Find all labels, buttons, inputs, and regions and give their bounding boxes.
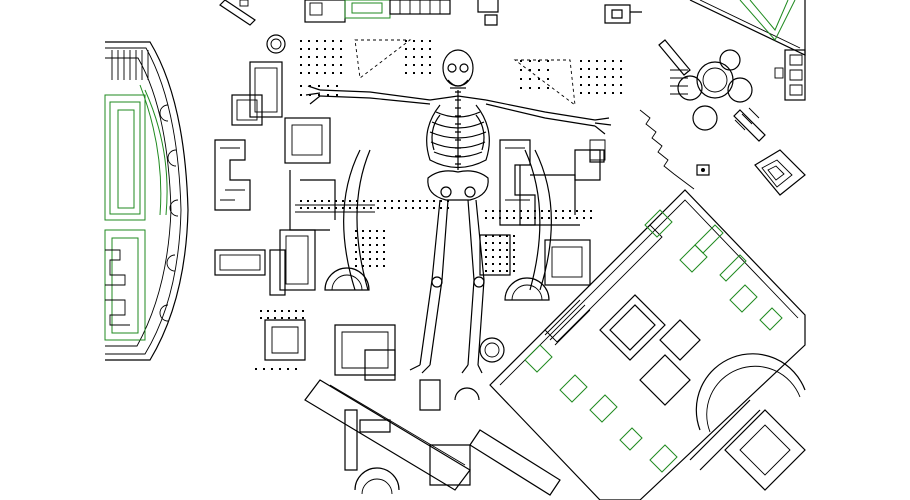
diagonal-green-complex <box>489 189 806 500</box>
central-symmetric-complex <box>214 61 606 381</box>
top-building-strip <box>219 0 642 26</box>
bottom-right-arena <box>689 353 806 491</box>
left-circular-plan <box>104 41 189 361</box>
top-dot-grid <box>300 40 622 96</box>
top-right-green-wedge <box>689 0 806 56</box>
human-skeleton <box>305 49 612 374</box>
dotted-triangles <box>266 34 576 106</box>
left-hatched-blocks <box>214 61 331 296</box>
right-edge-blocks <box>754 49 806 196</box>
right-hatched-blocks <box>479 139 606 286</box>
bottom-left-ruins <box>304 379 561 496</box>
pinwheel-rotunda-plan <box>639 39 766 190</box>
